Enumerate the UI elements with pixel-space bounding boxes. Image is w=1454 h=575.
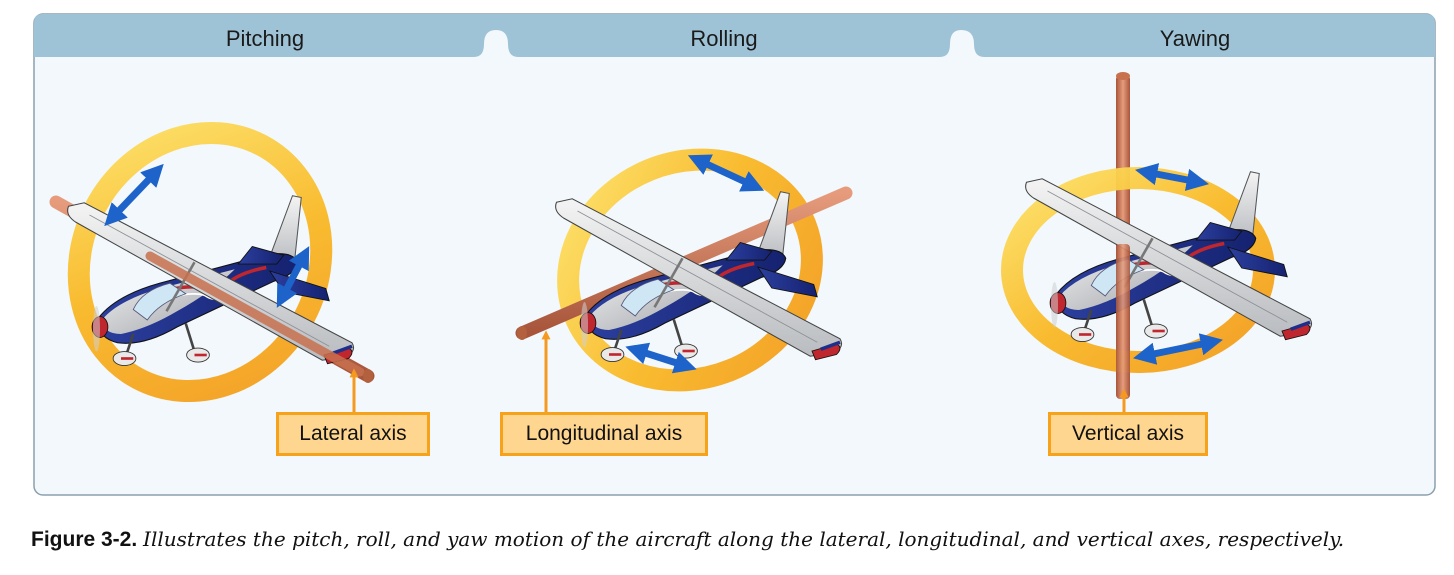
panel-title-pitching: Pitching [226,26,304,51]
roll-motion-arrow-bottom [625,342,697,374]
pitch-motion-arrow-right [276,246,310,308]
roll-motion-arrow-top [687,154,765,192]
pitching-illustration [49,121,375,412]
caption-figure-number: Figure 3-2. [31,528,138,551]
label-lateral-axis: Lateral axis [276,412,430,456]
yawing-illustration [1001,72,1314,412]
yaw-motion-arrow-bottom [1133,333,1223,365]
header-band [34,14,1435,57]
panel-title-yawing: Yawing [1160,26,1231,51]
label-vertical-axis: Vertical axis [1048,412,1208,456]
caption-text: Illustrates the pitch, roll, and yaw mot… [143,527,1345,551]
label-longitudinal-axis: Longitudinal axis [500,412,708,456]
panel-title-rolling: Rolling [690,26,757,51]
yaw-motion-arrow-top [1135,163,1209,191]
rolling-illustration [515,148,853,412]
pitch-motion-arrow-top [104,163,164,227]
figure-caption: Figure 3-2. Illustrates the pitch, roll,… [31,527,1344,552]
